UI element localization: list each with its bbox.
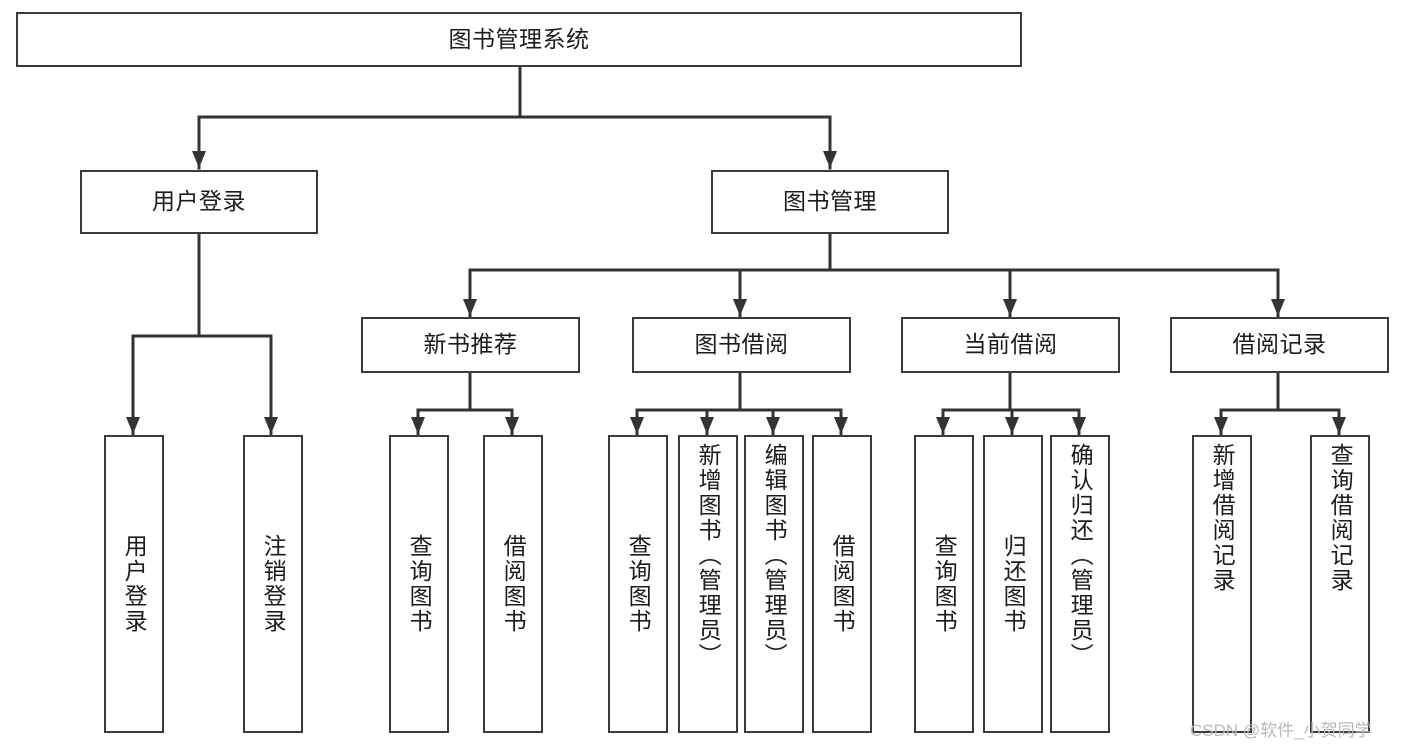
arrow-head-leaf-borrow-book-2 [834, 417, 848, 434]
node-leaf-return-book[interactable]: 归还图书 [983, 435, 1043, 733]
node-label-leaf-add-book: 新增图书（管理员） [695, 443, 722, 668]
node-label-leaf-user-logout: 注销登录 [260, 534, 287, 634]
arrow-head-leaf-add-record [1214, 417, 1228, 434]
node-borrow-record[interactable]: 借阅记录 [1170, 317, 1389, 373]
node-leaf-query-book-3[interactable]: 查询图书 [914, 435, 974, 733]
node-book-borrow[interactable]: 图书借阅 [632, 317, 851, 373]
arrow-head-leaf-borrow-book-1 [505, 417, 519, 434]
node-leaf-user-login[interactable]: 用户登录 [104, 435, 164, 733]
node-label-leaf-query-record: 查询借阅记录 [1327, 443, 1354, 593]
node-new-book-rec[interactable]: 新书推荐 [361, 317, 580, 373]
node-label-new-book-rec: 新书推荐 [423, 331, 518, 358]
arrow-head-leaf-user-logout [264, 417, 278, 434]
node-label-book-borrow: 图书借阅 [694, 331, 789, 358]
node-label-leaf-query-book-1: 查询图书 [406, 534, 433, 634]
node-label-leaf-confirm-return: 确认归还（管理员） [1067, 443, 1094, 668]
node-current-borrow[interactable]: 当前借阅 [901, 317, 1120, 373]
node-label-leaf-user-login: 用户登录 [121, 534, 148, 634]
node-book-manage[interactable]: 图书管理 [711, 170, 949, 234]
node-leaf-add-book[interactable]: 新增图书（管理员） [678, 435, 738, 733]
node-label-leaf-return-book: 归还图书 [1000, 534, 1027, 634]
arrow-head-leaf-query-book-3 [936, 417, 950, 434]
node-user-login[interactable]: 用户登录 [80, 170, 318, 234]
arrow-head-current-borrow [1003, 299, 1017, 316]
arrow-head-leaf-confirm-return [1072, 417, 1086, 434]
node-leaf-borrow-book-1[interactable]: 借阅图书 [483, 435, 543, 733]
node-leaf-query-book-1[interactable]: 查询图书 [389, 435, 449, 733]
node-leaf-user-logout[interactable]: 注销登录 [243, 435, 303, 733]
arrow-head-leaf-query-book-2 [630, 417, 644, 434]
arrow-head-leaf-user-login [126, 417, 140, 434]
arrow-head-book-borrow [733, 299, 747, 316]
node-label-current-borrow: 当前借阅 [963, 331, 1058, 358]
node-leaf-confirm-return[interactable]: 确认归还（管理员） [1050, 435, 1110, 733]
arrow-head-new-book-rec [463, 299, 477, 316]
node-leaf-borrow-book-2[interactable]: 借阅图书 [812, 435, 872, 733]
arrow-head-leaf-return-book [1005, 417, 1019, 434]
arrow-head-user-login [192, 151, 206, 168]
arrow-head-leaf-edit-book [766, 417, 780, 434]
node-label-borrow-record: 借阅记录 [1232, 331, 1327, 358]
node-label-leaf-borrow-book-2: 借阅图书 [829, 534, 856, 634]
node-label-leaf-query-book-3: 查询图书 [931, 534, 958, 634]
node-leaf-add-record[interactable]: 新增借阅记录 [1192, 435, 1252, 733]
node-label-root: 图书管理系统 [448, 25, 590, 52]
node-label-user-login: 用户登录 [152, 188, 246, 215]
node-leaf-query-record[interactable]: 查询借阅记录 [1310, 435, 1370, 733]
node-leaf-query-book-2[interactable]: 查询图书 [608, 435, 668, 733]
node-label-book-manage: 图书管理 [783, 188, 877, 215]
arrow-head-leaf-add-book [700, 417, 714, 434]
node-root[interactable]: 图书管理系统 [16, 12, 1022, 67]
node-label-leaf-query-book-2: 查询图书 [625, 534, 652, 634]
arrow-head-borrow-record [1271, 299, 1285, 316]
node-label-leaf-borrow-book-1: 借阅图书 [500, 534, 527, 634]
node-label-leaf-add-record: 新增借阅记录 [1209, 443, 1236, 593]
arrow-head-leaf-query-record [1332, 417, 1346, 434]
node-label-leaf-edit-book: 编辑图书（管理员） [761, 443, 788, 668]
arrow-head-leaf-query-book-1 [411, 417, 425, 434]
arrow-head-book-manage [823, 151, 837, 168]
node-leaf-edit-book[interactable]: 编辑图书（管理员） [744, 435, 804, 733]
